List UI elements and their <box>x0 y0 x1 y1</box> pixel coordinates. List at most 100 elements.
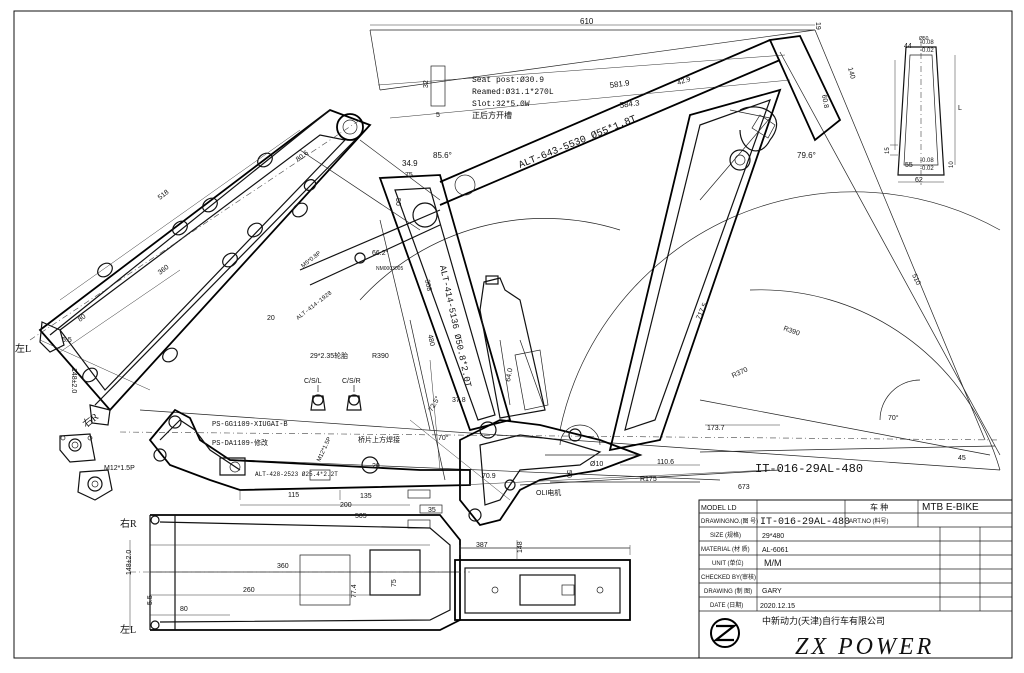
hinge-note-2: PS-DA1109-修改 <box>212 438 268 448</box>
chainstay-label: ALT-428-2523 Ø25.4*2.2T <box>255 471 338 478</box>
dim-75: 75 <box>405 172 413 179</box>
ht-44-tol-top: -0.08 <box>920 40 934 46</box>
reference-geometry <box>119 29 1001 486</box>
dim-510: 510 <box>910 273 921 287</box>
ht-l: L <box>958 105 962 112</box>
ht-55-tol-bot: -0.02 <box>920 166 934 172</box>
tb-drawing-value: IT-016-29AL-480 <box>760 517 850 528</box>
dim-70-9: 70.9 <box>482 473 496 480</box>
tb-company-cn: 中新动力(天津)自行车有限公司 <box>762 615 885 626</box>
tb-checked-label: CHECKED BY(审核) <box>701 573 756 581</box>
dim-r390-right: R390 <box>782 325 800 337</box>
dim-37-8: 37.8 <box>452 397 466 404</box>
ht-10: 10 <box>949 161 955 168</box>
tb-drawing-by-label: DRAWING (制 图) <box>704 587 752 595</box>
tb-model-value: MTB E-BIKE <box>922 502 979 513</box>
dim-60-8: 60.8 <box>820 94 829 109</box>
dim-387: 387 <box>476 542 488 549</box>
dim-148-b2: 148±2.0 <box>126 550 133 575</box>
dim-360-stay: 360 <box>157 264 171 277</box>
dim-r390-left: R390 <box>372 353 389 360</box>
m12-note: M12*1.5P <box>104 465 135 472</box>
dim-79-6: 79.6° <box>797 151 816 160</box>
dim-5-5-b: 5.5 <box>147 595 154 605</box>
tb-material-label: MATERIAL (材 质) <box>701 545 750 553</box>
cs-right-label: C/S/R <box>342 378 361 385</box>
dim-75-b: 75 <box>391 579 398 587</box>
tb-drawing-label: DRAWINGNO.(图 号) <box>701 518 758 525</box>
seat-tube-label: ALT-414-5136 Ø50.8*2.0T <box>437 265 473 389</box>
dim-80-b: 80 <box>180 606 188 613</box>
seatstay-label: ALT-414-1928 <box>295 289 334 321</box>
note-seat-post: Seat post:Ø30.9 <box>472 76 544 85</box>
dim-673: 673 <box>738 484 750 491</box>
chainstay-side-view <box>148 408 471 529</box>
left-label-top: 左L <box>15 342 31 355</box>
note-slot: Slot:32*5.0W <box>472 100 530 109</box>
tb-unit-value: M/M <box>764 558 782 568</box>
bridge-note: 桥片上方焊接 <box>358 435 400 444</box>
ht-55-tol-top: -0.08 <box>920 158 934 164</box>
dim-70-left: 70° <box>438 434 449 442</box>
dim-148: 148±2.0 <box>70 368 77 393</box>
dim-50-bb: 50 <box>565 470 572 478</box>
dim-45: 45 <box>958 455 966 462</box>
ht-44-tol-bot: -0.02 <box>920 48 934 54</box>
cs-left-label: C/S/L <box>304 378 322 385</box>
tb-date-value: 2020.12.15 <box>760 603 795 610</box>
title-block-text: MODEL LD 车 种 MTB E-BIKE DRAWINGNO.(图 号) … <box>701 502 979 660</box>
tb-size-value: 29*480 <box>762 533 784 540</box>
dim-518: 518 <box>157 189 171 202</box>
note-reamed: Reamed:Ø31.1*270L <box>472 88 554 97</box>
main-frame <box>378 35 842 527</box>
dim-50-head: 50 <box>394 198 401 206</box>
dim-581-9: 581.9 <box>609 78 631 90</box>
dim-135: 135 <box>360 493 372 500</box>
dim-top-length: 610 <box>580 17 594 26</box>
tb-material-value: AL-6061 <box>762 547 789 554</box>
right-label-bottom: 右R <box>120 517 137 530</box>
dim-20-mid: 20 <box>372 463 380 470</box>
dim-115: 115 <box>288 492 299 499</box>
m12-note-b: M12*1.5P <box>316 436 333 462</box>
m5-code: NM0003005 <box>376 266 403 272</box>
dim-r370: R370 <box>731 366 749 379</box>
dim-480: 480 <box>426 334 435 347</box>
dim-35: 35 <box>428 507 436 514</box>
dim-5-5: 5.5 <box>62 337 72 344</box>
dropout-parts <box>59 385 362 501</box>
seatstay-assembly <box>29 108 441 426</box>
dim-64-0: 64.0 <box>505 368 514 383</box>
m5-note: M5*0.8P <box>301 251 323 270</box>
dim-173-7: 173.7 <box>707 425 725 432</box>
dim-505: 505 <box>355 513 367 520</box>
ht-15: 15 <box>885 147 891 154</box>
dim-77-4: 77.4 <box>351 584 358 598</box>
tb-model-label: MODEL LD <box>701 505 737 512</box>
dim-717-5: 717.5 <box>695 302 709 321</box>
dim-308: 308 <box>423 279 432 292</box>
tb-model-cn: 车 种 <box>870 502 888 512</box>
tb-art-label: ART.NO (料号) <box>849 517 889 525</box>
head-tube-text: Ø50 44 -0.08 -0.02 55 -0.08 -0.02 62 15 … <box>885 36 962 184</box>
ht-62: 62 <box>915 177 923 184</box>
motor-note: OLI电机 <box>536 488 561 497</box>
dim-85-6: 85.6° <box>433 151 452 160</box>
dim-360-b: 360 <box>277 563 289 570</box>
title-block <box>698 499 1013 659</box>
tb-company-en: ZX POWER <box>795 634 934 660</box>
ht-d50: Ø50 <box>919 36 929 42</box>
tb-size-label: SIZE (规格) <box>710 531 741 539</box>
note-slot-32: 32 <box>423 80 430 88</box>
sheet-border <box>13 10 1013 659</box>
left-label-bottom: 左L <box>120 623 136 636</box>
tb-drawing-by-value: GARY <box>762 588 782 595</box>
dim-r175: R175 <box>640 476 657 483</box>
ht-44: 44 <box>904 43 912 50</box>
note-slot-direction: 正后方开槽 <box>472 110 512 120</box>
dim-148-b: 148 <box>517 541 524 553</box>
hinge-note-1: PS-GG1109-XIUGAI-B <box>212 421 288 429</box>
dim-72-5: 72.5° <box>427 395 442 413</box>
dim-42-9: 42.9 <box>676 76 691 87</box>
